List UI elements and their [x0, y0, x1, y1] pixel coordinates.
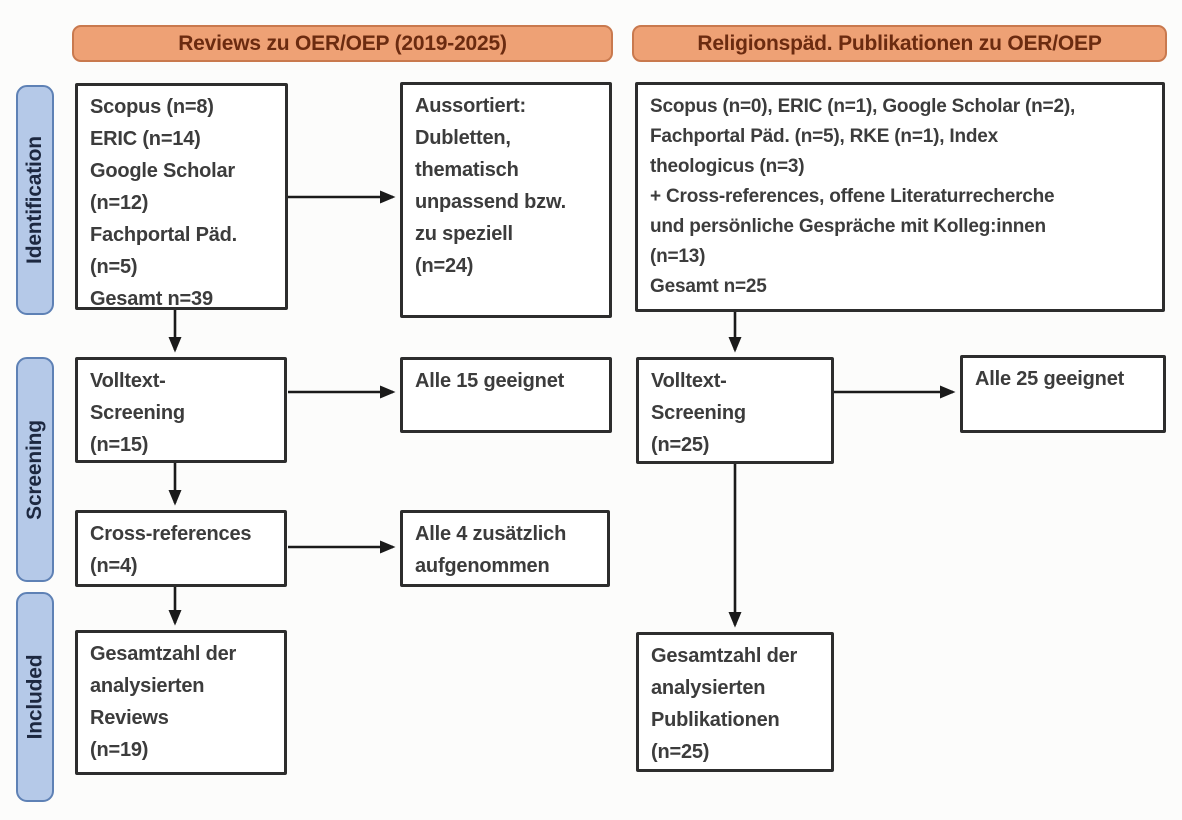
stage-tab-screening-label: Screening: [23, 419, 47, 520]
column-header-right: Religionspäd. Publikationen zu OER/OEP: [632, 25, 1167, 62]
stage-tab-screening: Screening: [16, 357, 54, 582]
stage-tab-included: Included: [16, 592, 54, 802]
flow-box-left-cross-references: Cross-references (n=4): [75, 510, 287, 587]
flow-box-right-included-total: Gesamtzahl der analysierten Publikatione…: [636, 632, 834, 772]
flow-box-left-included-total: Gesamtzahl der analysierten Reviews (n=1…: [75, 630, 287, 775]
flow-box-right-fulltext-screening: Volltext- Screening (n=25): [636, 357, 834, 464]
stage-tab-identification: Identification: [16, 85, 54, 315]
stage-tab-identification-label: Identification: [23, 136, 46, 264]
flow-box-left-fulltext-result: Alle 15 geeignet: [400, 357, 612, 433]
flow-box-right-fulltext-result: Alle 25 geeignet: [960, 355, 1166, 433]
flow-box-left-fulltext-screening: Volltext- Screening (n=15): [75, 357, 287, 463]
flow-box-left-crossref-result: Alle 4 zusätzlich aufgenommen: [400, 510, 610, 587]
flow-box-right-sources: Scopus (n=0), ERIC (n=1), Google Scholar…: [635, 82, 1165, 312]
flow-box-left-sources: Scopus (n=8) ERIC (n=14) Google Scholar …: [75, 83, 288, 310]
flow-box-left-excluded: Aussortiert: Dubletten, thematisch unpas…: [400, 82, 612, 318]
stage-tab-included-label: Included: [23, 654, 46, 740]
column-header-left: Reviews zu OER/OEP (2019-2025): [72, 25, 613, 62]
